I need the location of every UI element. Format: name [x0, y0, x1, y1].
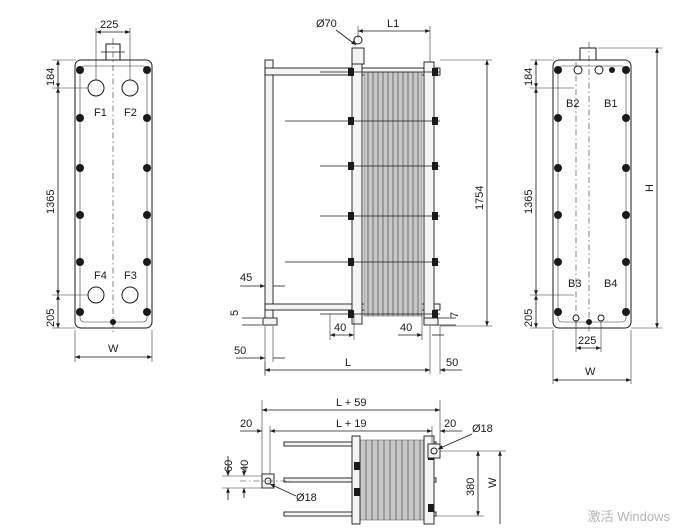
top-right-offset-label: 20 — [444, 418, 456, 430]
side-pressure-plate — [423, 61, 435, 325]
top-inner-length-label: L + 19 — [336, 418, 366, 430]
front-bolts — [76, 66, 151, 325]
port-b2-label: B2 — [566, 98, 579, 110]
back-view: B2 B1 B3 B4 184 1365 205 H 225 W — [523, 42, 662, 384]
front-width-label: W — [108, 343, 119, 355]
back-port-spacing-label: 225 — [578, 335, 596, 347]
front-port-spacing-label: 225 — [100, 19, 118, 31]
port-f2-label: F2 — [124, 107, 137, 119]
side-foot-right — [423, 317, 439, 326]
side-support-left-label: 40 — [334, 322, 346, 334]
port-f2 — [121, 79, 139, 97]
port-b3-label: B3 — [568, 278, 581, 290]
port-b4-label: B4 — [604, 278, 617, 290]
top-dim-60-label: 60 — [223, 460, 235, 472]
port-b3-marker — [572, 314, 580, 322]
back-plate — [552, 59, 632, 329]
side-height-label: 1754 — [474, 186, 486, 210]
side-foot-height-label: 5 — [229, 310, 241, 316]
front-bottom-offset-label: 205 — [45, 309, 57, 327]
windows-activation-watermark: 激活 Windows — [587, 509, 670, 524]
side-length-l1-label: L1 — [387, 18, 399, 30]
port-b1-marker — [594, 65, 604, 75]
top-dim-380-label: 380 — [465, 478, 477, 496]
port-f4-label: F4 — [94, 270, 107, 282]
port-b1-label: B1 — [604, 98, 617, 110]
side-pipe-diameter-label: Ø70 — [316, 18, 337, 30]
top-left-offset-label: 20 — [240, 418, 252, 430]
front-view: F1 F2 F4 F3 225 184 1365 205 W — [45, 19, 153, 362]
top-overall-length-label: L + 59 — [336, 397, 366, 409]
side-support-right-label: 40 — [400, 322, 412, 334]
top-dim-40-label: 40 — [239, 460, 251, 472]
back-bottom-offset-label: 205 — [523, 309, 535, 327]
port-f1-label: F1 — [94, 107, 107, 119]
top-width-label: W — [487, 477, 499, 488]
back-bolts — [554, 66, 630, 325]
back-height-label: H — [644, 184, 656, 192]
side-frame-plate — [351, 61, 363, 325]
port-b4-marker — [597, 314, 605, 322]
port-f4 — [87, 286, 105, 304]
top-view: L + 59 L + 19 20 20 Ø18 Ø18 60 40 380 W — [222, 397, 506, 525]
front-port-distance-label: 1365 — [45, 190, 57, 214]
top-hole-diameter-top-label: Ø18 — [472, 423, 493, 435]
top-plate-pack — [359, 439, 425, 521]
side-column-width-label: 45 — [240, 272, 252, 284]
side-base-offset-label: 50 — [234, 345, 246, 357]
side-foot-right-label: 7 — [449, 312, 461, 318]
top-hole-diameter-bottom-label: Ø18 — [296, 492, 317, 504]
port-f3 — [121, 286, 139, 304]
side-support-column — [264, 59, 274, 326]
side-foot-left — [262, 317, 278, 326]
back-top-offset-label: 184 — [523, 68, 535, 86]
back-width-label: W — [585, 366, 596, 378]
side-right-offset-label: 50 — [446, 357, 458, 369]
side-top-nozzle — [351, 47, 365, 65]
side-plate-pack — [363, 71, 423, 317]
port-f1 — [87, 79, 105, 97]
side-view: Ø70 L1 1754 45 5 50 40 40 — [229, 18, 492, 376]
port-f3-label: F3 — [124, 270, 137, 282]
front-top-offset-label: 184 — [45, 68, 57, 86]
front-plate — [74, 59, 153, 329]
side-tie-bolts — [285, 68, 440, 318]
side-length-label: L — [345, 357, 351, 369]
back-port-distance-label: 1365 — [523, 190, 535, 214]
port-b2-marker — [573, 65, 583, 75]
